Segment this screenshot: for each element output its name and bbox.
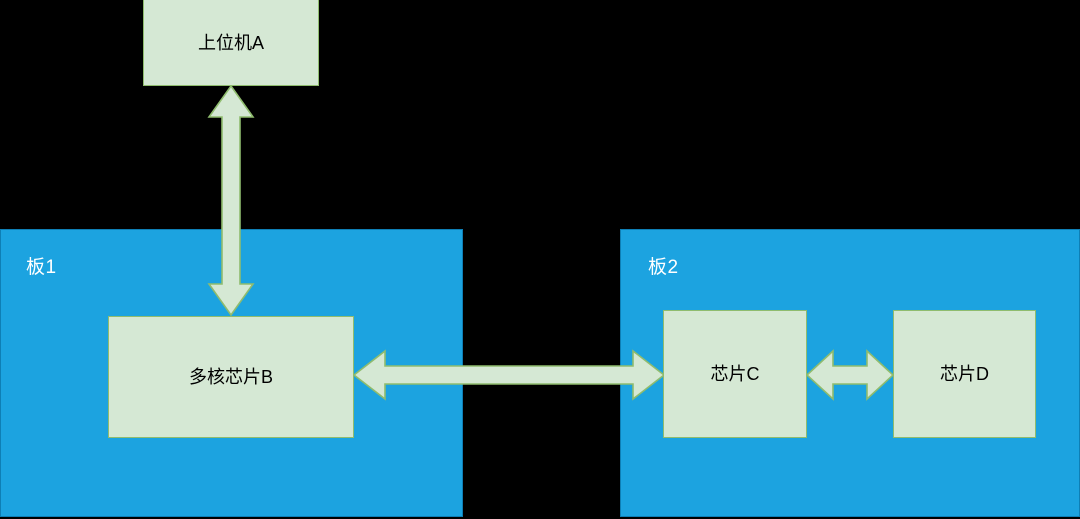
node-label-chipC: 芯片C	[710, 364, 760, 384]
connector-chipB-to-chipC	[352, 349, 666, 401]
node-chipB[interactable]: 多核芯片B	[108, 316, 354, 438]
connector-host-to-chipB	[207, 84, 255, 317]
node-host[interactable]: 上位机A	[143, 0, 319, 86]
node-label-chipB: 多核芯片B	[188, 367, 273, 387]
board-label-board1: 板1	[26, 257, 57, 278]
connector-chipC-to-chipD	[805, 349, 895, 401]
node-chipC[interactable]: 芯片C	[663, 310, 807, 438]
board-label-board2: 板2	[648, 257, 679, 278]
node-label-chipD: 芯片D	[940, 364, 989, 384]
node-chipD[interactable]: 芯片D	[893, 310, 1036, 438]
node-label-host: 上位机A	[197, 32, 264, 53]
